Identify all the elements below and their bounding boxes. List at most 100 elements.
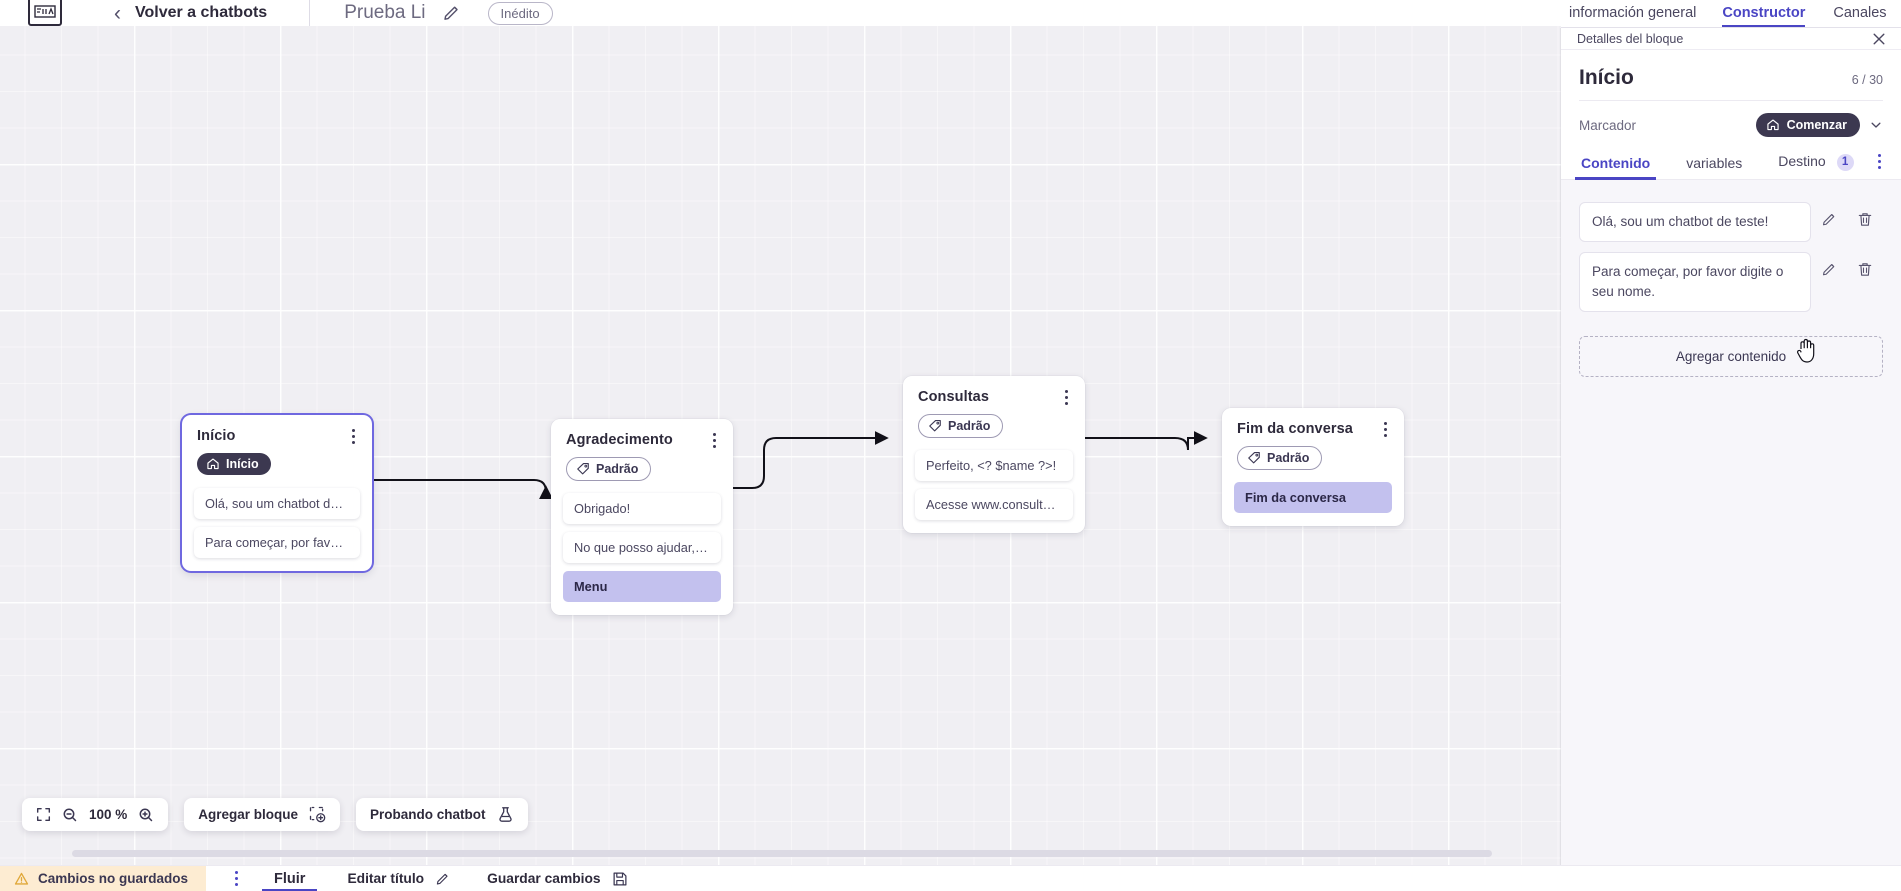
tab-destino[interactable]: Destino 1 xyxy=(1776,147,1855,179)
node-tag-label: Padrão xyxy=(948,419,991,433)
back-to-chatbots-link[interactable]: Volver a chatbots xyxy=(135,4,268,21)
content-text[interactable]: Para começar, por favor digite o seu nom… xyxy=(1579,251,1811,312)
node-tag-row: Padrão xyxy=(551,448,733,493)
fit-screen-icon[interactable] xyxy=(36,807,51,822)
canvas-horizontal-scrollbar[interactable] xyxy=(0,850,1561,857)
add-block-icon xyxy=(309,806,326,823)
unsaved-changes-label: Cambios no guardados xyxy=(38,871,189,886)
panel-more-menu-button[interactable] xyxy=(1871,153,1887,171)
save-changes-label: Guardar cambios xyxy=(487,871,601,886)
marker-row: Marcador Comenzar xyxy=(1579,101,1883,147)
flow-node-agradecimento[interactable]: Agradecimento Padrão Obrigado! No que po… xyxy=(551,419,733,615)
node-message[interactable]: Obrigado! xyxy=(563,493,721,524)
zoom-control-group: 100 % xyxy=(22,798,169,831)
node-title: Consultas xyxy=(918,389,989,405)
node-tag-badge[interactable]: Padrão xyxy=(918,414,1004,438)
marker-badge-label: Comenzar xyxy=(1786,118,1847,132)
pencil-icon xyxy=(435,871,451,887)
edit-title-label: Editar título xyxy=(347,871,425,886)
close-icon[interactable] xyxy=(1871,31,1887,47)
node-menu-button[interactable] xyxy=(1058,388,1074,406)
node-message[interactable]: Olá, sou um chatbot de teste! xyxy=(194,488,360,519)
char-counter: 6 / 30 xyxy=(1851,73,1883,87)
panel-header: Detalles del bloque xyxy=(1561,28,1901,50)
tab-informacion-general[interactable]: información general xyxy=(1569,5,1697,21)
top-bar: ‹ Volver a chatbots Prueba Li Inédito xyxy=(0,0,1561,26)
node-message[interactable]: Acesse www.consultas.com par... xyxy=(915,489,1073,520)
node-body: Perfeito, <? $name ?>! Acesse www.consul… xyxy=(903,450,1085,533)
node-header: Fim da conversa xyxy=(1222,408,1404,437)
node-header: Início xyxy=(182,415,372,444)
tab-contenido-label: Contenido xyxy=(1581,154,1651,171)
node-body: Olá, sou um chatbot de teste! Para começ… xyxy=(182,488,372,571)
flask-icon xyxy=(497,806,514,823)
save-disk-icon xyxy=(612,871,628,887)
save-changes-button[interactable]: Guardar cambios xyxy=(487,871,627,887)
unsaved-changes-badge: Cambios no guardados xyxy=(0,865,207,891)
tab-destino-label: Destino xyxy=(1778,153,1826,169)
edit-title-button[interactable]: Editar título xyxy=(347,871,451,887)
tag-icon xyxy=(576,462,590,476)
delete-content-icon[interactable] xyxy=(1847,202,1883,228)
status-badge: Inédito xyxy=(487,1,553,25)
node-title: Início xyxy=(197,428,236,444)
home-icon xyxy=(1766,118,1780,132)
warning-icon xyxy=(14,872,29,886)
add-block-label: Agregar bloque xyxy=(198,807,299,822)
node-message-menu[interactable]: Menu xyxy=(563,571,721,602)
node-message[interactable]: No que posso ajudar, <? $name ... xyxy=(563,532,721,563)
node-tag-badge[interactable]: Padrão xyxy=(1237,446,1323,470)
back-chevron-icon[interactable]: ‹ xyxy=(114,1,121,25)
node-menu-button[interactable] xyxy=(345,427,361,445)
marker-badge[interactable]: Comenzar xyxy=(1755,113,1860,137)
chevron-down-icon[interactable] xyxy=(1869,118,1883,132)
edit-content-icon[interactable] xyxy=(1811,202,1847,228)
flow-canvas[interactable]: Início Início Olá, sou um chatbot de tes… xyxy=(0,26,1561,865)
toolbar-divider xyxy=(309,0,311,26)
panel-block-title: Início xyxy=(1579,66,1634,89)
tag-icon xyxy=(1247,451,1261,465)
bottom-more-menu-button[interactable] xyxy=(228,869,244,889)
node-title: Agradecimento xyxy=(566,432,673,448)
add-content-button[interactable]: Agregar contenido xyxy=(1579,335,1883,377)
tab-variables-label: variables xyxy=(1686,154,1743,171)
scrollbar-thumb[interactable] xyxy=(72,850,1492,857)
zoom-out-icon[interactable] xyxy=(62,807,78,823)
tab-variables[interactable]: variables xyxy=(1684,149,1744,179)
node-tag-badge[interactable]: Padrão xyxy=(566,457,652,481)
marker-label: Marcador xyxy=(1579,117,1637,133)
node-tag-row: Início xyxy=(182,444,372,488)
tab-fluir[interactable]: Fluir xyxy=(261,866,318,891)
node-tag-row: Padrão xyxy=(903,405,1085,450)
tab-contenido[interactable]: Contenido xyxy=(1574,149,1657,180)
edit-content-icon[interactable] xyxy=(1811,252,1847,278)
destino-count-badge: 1 xyxy=(1836,153,1854,171)
test-chatbot-button[interactable]: Probando chatbot xyxy=(356,798,528,831)
add-block-button[interactable]: Agregar bloque xyxy=(184,798,341,831)
delete-content-icon[interactable] xyxy=(1847,252,1883,278)
node-menu-button[interactable] xyxy=(1377,420,1393,438)
flow-node-consultas[interactable]: Consultas Padrão Perfeito, <? $name ?>! … xyxy=(903,376,1085,533)
node-message-end[interactable]: Fim da conversa xyxy=(1234,482,1392,513)
edit-pencil-icon[interactable] xyxy=(442,3,462,23)
content-item: Para começar, por favor digite o seu nom… xyxy=(1579,251,1883,312)
node-header: Consultas xyxy=(903,376,1085,405)
flow-node-fim-da-conversa[interactable]: Fim da conversa Padrão Fim da conversa xyxy=(1222,408,1404,526)
content-text[interactable]: Olá, sou um chatbot de teste! xyxy=(1579,201,1811,242)
zoom-in-icon[interactable] xyxy=(138,807,154,823)
test-chatbot-label: Probando chatbot xyxy=(370,807,486,822)
via-logo[interactable] xyxy=(28,0,62,26)
flow-node-inicio[interactable]: Início Início Olá, sou um chatbot de tes… xyxy=(182,415,372,571)
zoom-level-label: 100 % xyxy=(89,807,128,822)
node-tag-label: Padrão xyxy=(1267,451,1310,465)
flow-edges xyxy=(372,431,1208,500)
mouse-cursor-icon xyxy=(1795,338,1817,364)
node-menu-button[interactable] xyxy=(706,431,722,449)
panel-header-title: Detalles del bloque xyxy=(1577,31,1684,46)
node-tag-badge[interactable]: Início xyxy=(197,453,271,475)
tab-constructor[interactable]: Constructor xyxy=(1722,5,1805,27)
node-message[interactable]: Perfeito, <? $name ?>! xyxy=(915,450,1073,481)
node-message[interactable]: Para começar, por favor digite o ... xyxy=(194,527,360,558)
marker-value-group: Comenzar xyxy=(1755,113,1883,137)
tab-canales[interactable]: Canales xyxy=(1833,5,1887,21)
